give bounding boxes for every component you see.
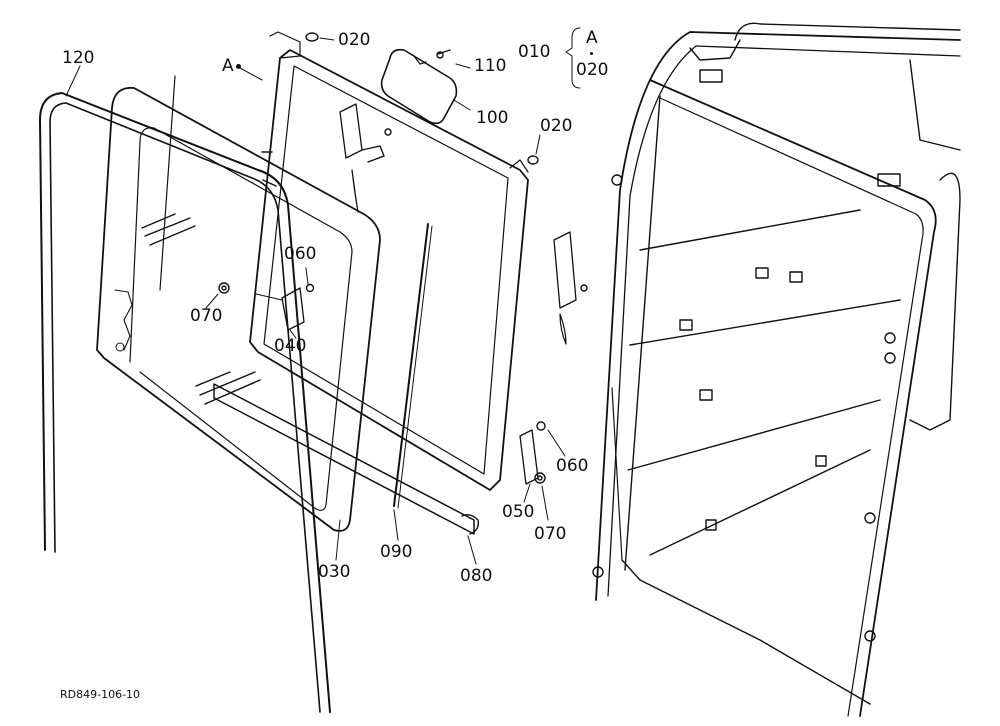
callout-030: 030 — [318, 562, 351, 582]
rail-080 — [213, 383, 480, 535]
callout-020-top: 020 — [338, 30, 371, 50]
callout-ref-a-legend: A — [586, 28, 598, 48]
callout-020-legend: 020 — [576, 60, 609, 80]
drawing-number: RD849-106-10 — [60, 688, 141, 701]
weatherstrip-120 — [39, 92, 331, 713]
glass-panel-030 — [96, 86, 381, 532]
callout-060-right: 060 — [556, 456, 589, 476]
screw-110 — [436, 49, 451, 59]
callout-020-right: 020 — [540, 116, 573, 136]
callout-070-right: 070 — [534, 524, 567, 544]
callout-060-left: 060 — [284, 244, 317, 264]
seal-strip-090 — [393, 223, 433, 509]
nut-070-left — [218, 282, 230, 294]
ref-a-dot-small — [590, 52, 593, 55]
callout-010: 010 — [518, 42, 551, 62]
callout-080: 080 — [460, 566, 493, 586]
bolt-060-right — [536, 421, 546, 431]
latch-bracket-upper — [339, 103, 392, 213]
callout-100: 100 — [476, 108, 509, 128]
cap-020-right — [527, 155, 539, 165]
mirror-100 — [380, 48, 458, 125]
cap-020-upper — [305, 32, 319, 42]
callout-040: 040 — [274, 336, 307, 356]
callout-090: 090 — [380, 542, 413, 562]
callout-050: 050 — [502, 502, 535, 522]
cab-body — [592, 22, 961, 717]
door-frame-assembly — [249, 31, 529, 491]
nut-070-right — [534, 472, 546, 484]
ref-a-dot — [236, 64, 241, 69]
callout-ref-a-frame: A — [222, 56, 234, 76]
callout-070-left: 070 — [190, 306, 223, 326]
callout-120: 120 — [62, 48, 95, 68]
bracket-040 — [255, 287, 305, 331]
callout-110: 110 — [474, 56, 507, 76]
leader-lines — [65, 27, 581, 565]
trim-strip — [159, 75, 176, 291]
bolt-060-left — [305, 283, 315, 293]
latch-bracket-right — [553, 231, 588, 345]
